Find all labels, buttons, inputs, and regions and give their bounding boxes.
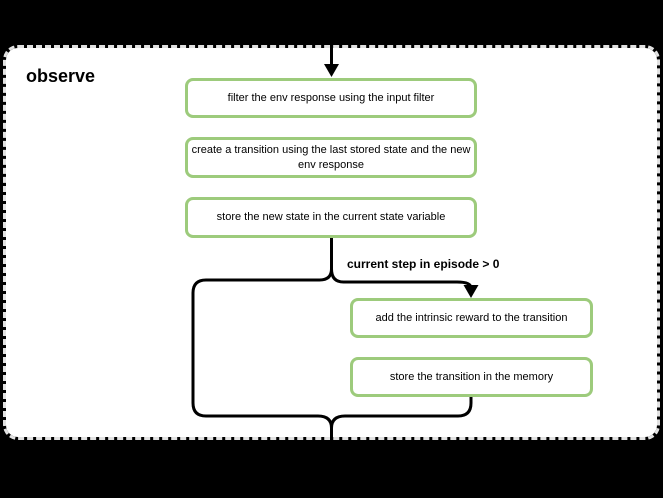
branch-condition-label: current step in episode > 0 <box>347 257 500 271</box>
group-title: observe <box>26 66 96 86</box>
step-node-create-transition: create a transition using the last store… <box>185 137 477 178</box>
step-node-filter-env-response: filter the env response using the input … <box>185 78 477 118</box>
step-node-store-transition-memory: store the transition in the memory <box>350 357 593 397</box>
step-node-store-new-state: store the new state in the current state… <box>185 197 477 238</box>
step-node-add-intrinsic-reward: add the intrinsic reward to the transiti… <box>350 298 593 338</box>
